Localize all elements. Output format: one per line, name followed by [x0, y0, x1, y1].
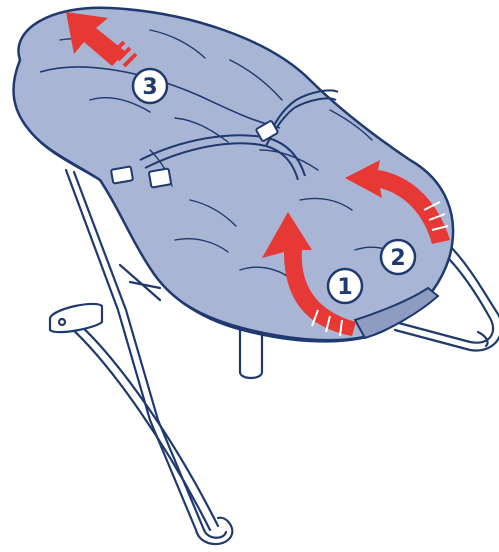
step-number-2: 2 — [390, 246, 405, 271]
buckle-center — [149, 168, 171, 187]
step-number-1: 1 — [337, 275, 352, 300]
step-badge-2: 2 — [381, 240, 415, 274]
step-number-3: 3 — [142, 75, 157, 100]
step-badge-1: 1 — [328, 269, 362, 303]
step-badge-3: 3 — [133, 69, 167, 103]
buckle-left — [111, 166, 133, 183]
